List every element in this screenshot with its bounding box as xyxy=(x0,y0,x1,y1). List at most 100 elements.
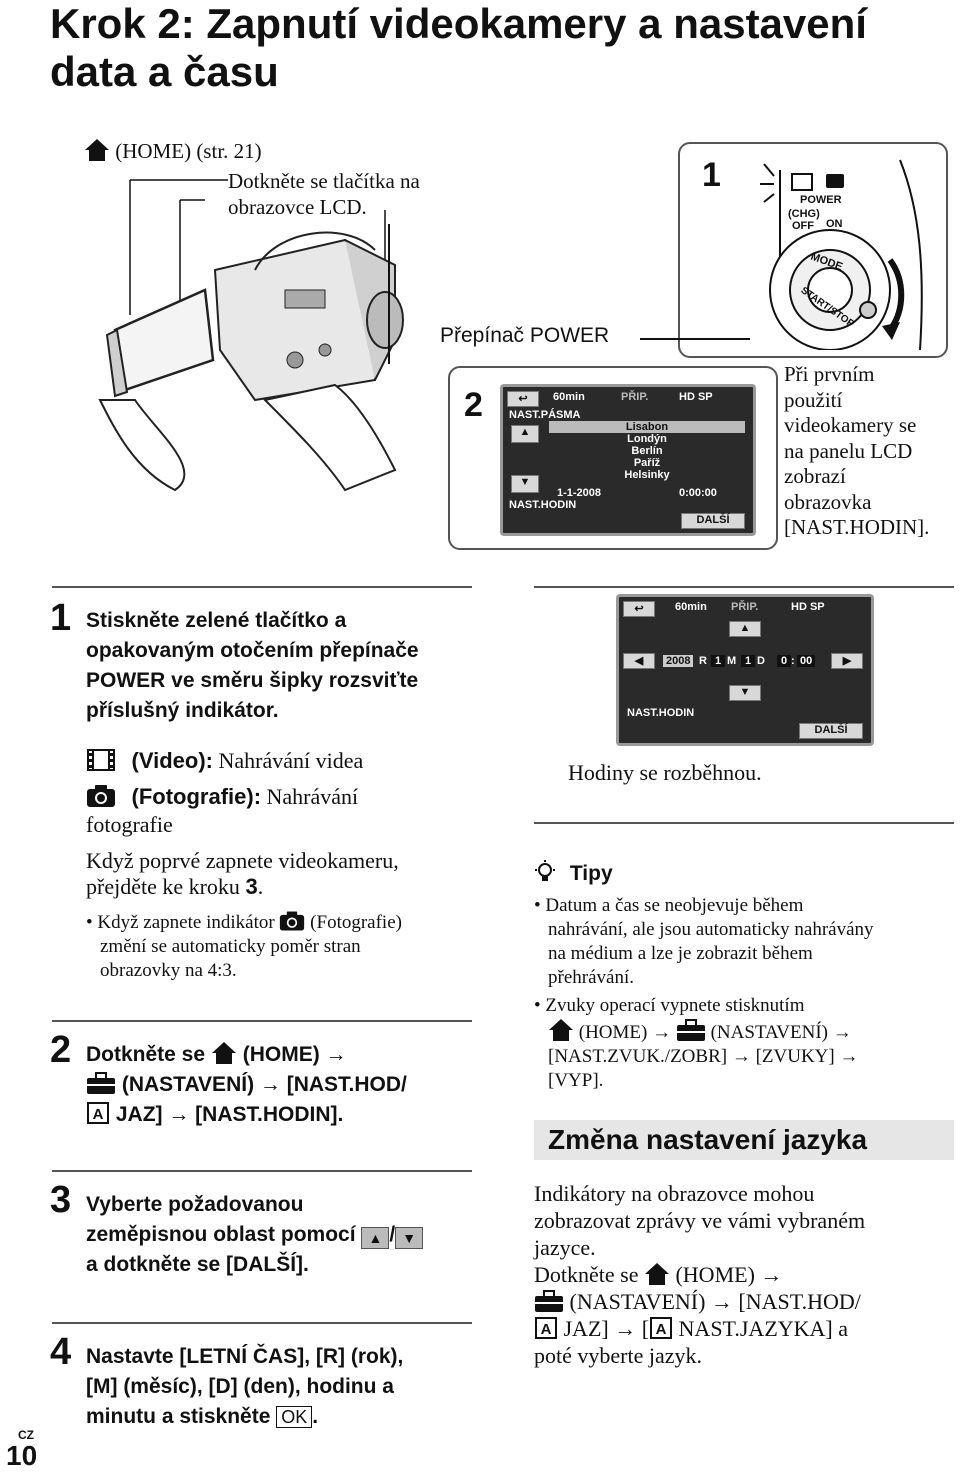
bullet-text: (Fotografie) xyxy=(310,912,402,933)
note-line: Při prvním xyxy=(784,362,875,386)
divider xyxy=(534,822,954,824)
value-down-button[interactable]: ▼ xyxy=(729,685,761,701)
period: . xyxy=(257,874,264,899)
step-line: příslušný indikátor. xyxy=(86,699,279,722)
first-on-line-1: Když poprvé zapnete videokameru, xyxy=(86,848,399,873)
back-icon: ↩ xyxy=(634,603,644,615)
year-field[interactable]: 2008 xyxy=(663,655,694,667)
back-button[interactable]: ↩ xyxy=(507,391,539,407)
language-section-heading: Změna nastavení jazyka xyxy=(534,1120,954,1160)
toolbox-icon xyxy=(676,1019,705,1041)
language-icon: A xyxy=(650,1317,673,1339)
power-switch-label: Přepínač POWER xyxy=(440,324,610,347)
step-1-text: Stiskněte zelené tlačítko a opakovaným o… xyxy=(86,606,419,726)
video-label: (Video): xyxy=(131,748,213,773)
step-line: (HOME) → xyxy=(242,1043,347,1066)
prip-indicator: PŘIP. xyxy=(731,601,759,613)
step-1-number: 1 xyxy=(50,597,72,639)
step-3-text: Vyberte požadovanou zeměpisnou oblast po… xyxy=(86,1190,424,1280)
tip-text: [VYP]. xyxy=(548,1070,604,1091)
body-line: Dotkněte se xyxy=(534,1262,639,1287)
bullet-text: změní se automaticky poměr stran xyxy=(100,936,361,957)
step-line: zeměpisnou oblast pomocí xyxy=(86,1223,356,1246)
svg-text:A: A xyxy=(93,1106,104,1123)
step-line: JAZ] → [NAST.HODIN]. xyxy=(115,1103,344,1126)
prev-field-button[interactable]: ◀ xyxy=(623,653,655,669)
city-list[interactable]: Lisabon Londýn Berlín Paříž Helsinky xyxy=(549,421,745,489)
next-button[interactable]: DALŠÍ xyxy=(681,513,745,529)
hour-field[interactable]: 0 xyxy=(777,655,792,667)
step-line: POWER ve směru šipky rozsviťte xyxy=(86,669,419,692)
time-readout: 0:00:00 xyxy=(679,487,717,499)
value-up-button[interactable]: ▲ xyxy=(729,621,761,637)
toolbox-icon xyxy=(87,1072,115,1094)
camera-icon xyxy=(87,785,115,807)
divider xyxy=(52,1322,472,1324)
camera-icon xyxy=(280,911,305,931)
nast-hodin-label: NAST.HODIN xyxy=(509,499,577,511)
note-line: [NAST.HODIN]. xyxy=(784,515,930,539)
callout-number-1: 1 xyxy=(702,156,721,194)
city-item[interactable]: Helsinky xyxy=(624,469,670,481)
dial-chg-label: (CHG) xyxy=(788,208,820,220)
tip-text: [NAST.ZVUK./ZOBR] → [ZVUKY] → xyxy=(548,1046,859,1067)
next-field-button[interactable]: ▶ xyxy=(831,653,863,669)
home-icon xyxy=(644,1263,669,1285)
down-arrow-icon: ▼ xyxy=(395,1227,424,1249)
time-colon: : xyxy=(791,655,795,667)
date-readout: 1-1-2008 xyxy=(557,487,602,499)
back-button[interactable]: ↩ xyxy=(623,601,655,617)
tip-1: • Datum a čas se neobjevuje během nahráv… xyxy=(534,894,874,990)
city-item[interactable]: Berlín xyxy=(631,445,663,457)
quality-indicator: HD SP xyxy=(791,601,825,613)
dial-power-label: POWER xyxy=(800,194,842,206)
note-line: zobrazí xyxy=(784,464,846,488)
photo-mode-line: (Fotografie): Nahrávání xyxy=(86,784,358,810)
touch-hint-leader xyxy=(388,224,390,364)
step-3-number: 3 xyxy=(50,1179,72,1221)
step-line: Stiskněte zelené tlačítko a xyxy=(86,609,347,632)
tip-text: nahrávání, ale jsou automaticky nahráván… xyxy=(548,919,874,940)
page-number: 10 xyxy=(6,1440,38,1471)
divider xyxy=(52,1170,472,1172)
bullet-dot: • xyxy=(534,895,546,916)
step-2-text: Dotkněte se (HOME) → (NASTAVENÍ) → [NAST… xyxy=(86,1040,407,1130)
month-unit: M xyxy=(727,655,737,667)
month-field[interactable]: 1 xyxy=(711,655,726,667)
dial-off-label: OFF xyxy=(792,220,814,232)
svg-text:A: A xyxy=(541,1321,552,1338)
video-desc: Nahrávání videa xyxy=(218,748,364,773)
tips-heading: Tipy xyxy=(534,860,613,886)
day-field[interactable]: 1 xyxy=(741,655,756,667)
home-ref-text: (HOME) (str. 21) xyxy=(115,139,262,163)
city-item[interactable]: Paříž xyxy=(633,457,661,469)
next-button[interactable]: DALŠÍ xyxy=(799,723,863,739)
camcorder-illustration xyxy=(98,179,404,492)
step-line: Dotkněte se xyxy=(86,1043,206,1066)
scroll-up-button[interactable]: ▲ xyxy=(511,425,539,443)
scroll-down-button[interactable]: ▼ xyxy=(511,475,539,493)
touch-hint-1: Dotkněte se tlačítka na xyxy=(228,169,420,193)
back-icon: ↩ xyxy=(518,393,528,405)
battery-indicator: 60min xyxy=(675,601,707,613)
body-line: JAZ] → [ xyxy=(563,1316,650,1341)
minute-field[interactable]: 00 xyxy=(797,655,816,667)
year-unit: R xyxy=(699,655,707,667)
home-icon xyxy=(211,1042,236,1064)
step-line: [M] (měsíc), [D] (den), hodinu a xyxy=(86,1375,394,1398)
body-line: NAST.JAZYKA] a xyxy=(678,1316,849,1341)
separator: / xyxy=(389,1223,396,1246)
step-line: a dotkněte se [DALŠÍ]. xyxy=(86,1253,309,1276)
tip-text: Datum a čas se neobjevuje během xyxy=(545,895,804,916)
tip-text: (NASTAVENÍ) → xyxy=(710,1022,852,1043)
step-4-text: Nastavte [LETNÍ ČAS], [R] (rok), [M] (mě… xyxy=(86,1342,403,1432)
tip-2: • Zvuky operací vypnete stisknutím (HOME… xyxy=(534,994,858,1093)
divider xyxy=(52,1020,472,1022)
city-item[interactable]: Lisabon xyxy=(549,421,745,433)
nast-hodin-label: NAST.HODIN xyxy=(627,707,695,719)
tip-text: na médium a lze je zobrazit během xyxy=(548,943,813,964)
city-item[interactable]: Londýn xyxy=(627,433,667,445)
note-line: obrazovka xyxy=(784,489,872,514)
nast-pasma-label: NAST.PÁSMA xyxy=(509,409,581,421)
tip-text: (HOME) → xyxy=(578,1022,672,1043)
